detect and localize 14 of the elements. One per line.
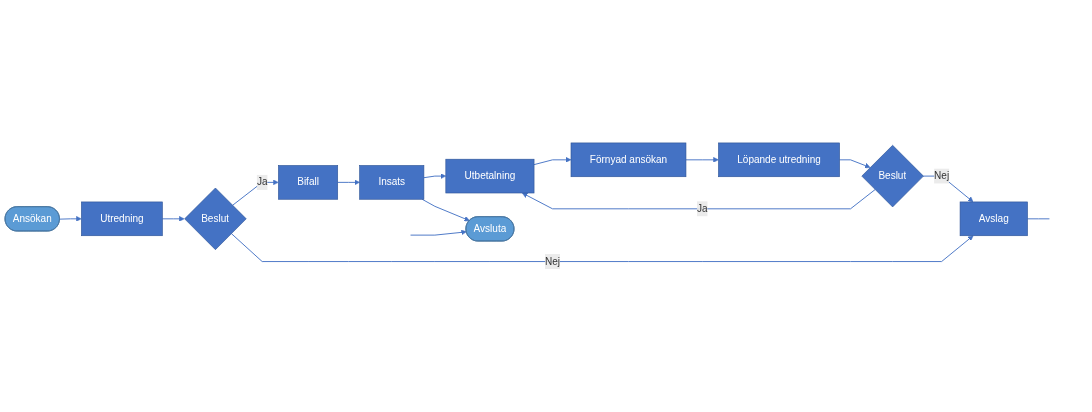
node-box: Löpande utredning	[718, 142, 840, 178]
edge-label: Nej	[545, 255, 561, 267]
node-box: Avslag	[959, 201, 1028, 237]
edge-label: Ja	[696, 203, 708, 214]
node-diamond: Beslut	[861, 144, 924, 208]
node-box: Bifall	[278, 165, 338, 200]
edge-label: Nej	[934, 170, 950, 182]
node-box: Utbetalning	[445, 158, 535, 194]
connector	[1027, 218, 1050, 220]
node-box: Utredning	[81, 201, 163, 237]
node-box: Förnyad ansökan	[570, 142, 687, 178]
node-diamond: Beslut	[184, 187, 247, 250]
edge-label: Ja	[256, 176, 268, 188]
node-box: Insats	[359, 165, 425, 200]
